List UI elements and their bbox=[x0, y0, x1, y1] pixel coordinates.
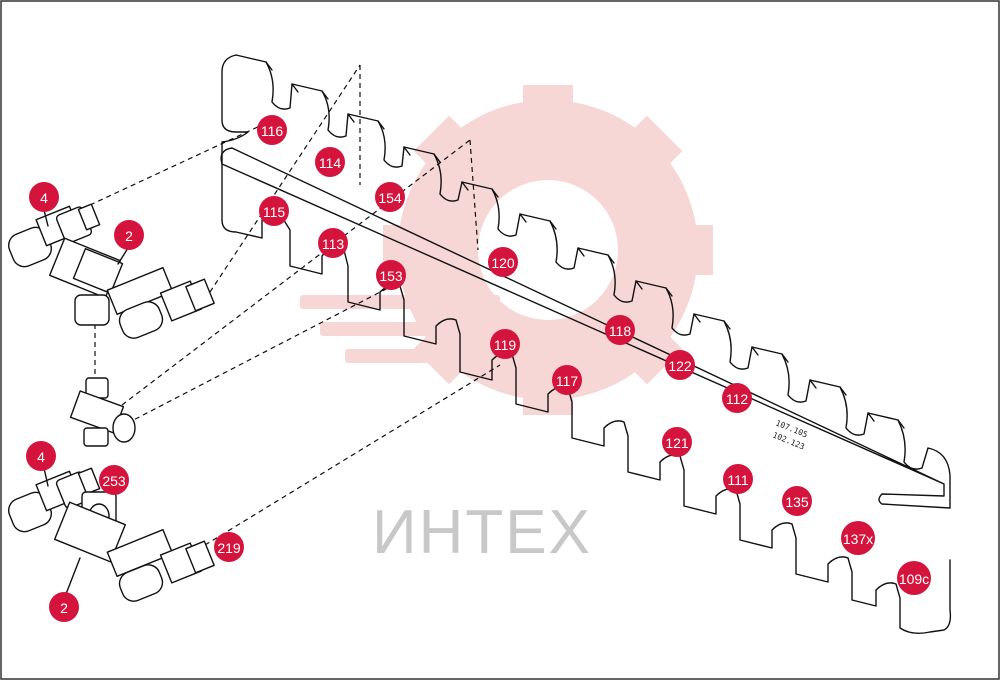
callout-badge bbox=[259, 196, 289, 226]
callout-badge bbox=[897, 561, 931, 595]
watermark-text: ИНТЕХ bbox=[372, 498, 592, 567]
callout-badge bbox=[722, 383, 752, 413]
callout-badge bbox=[723, 464, 753, 494]
callout-121[interactable]: 121 bbox=[662, 427, 692, 457]
callout-137x[interactable]: 137x bbox=[841, 521, 875, 555]
callout-119[interactable]: 119 bbox=[490, 329, 520, 359]
callout-badge bbox=[49, 592, 79, 622]
callout-154[interactable]: 154 bbox=[375, 182, 405, 212]
callout-label: 113 bbox=[322, 236, 345, 252]
callout-badge bbox=[26, 441, 56, 471]
callout-label: 253 bbox=[102, 473, 126, 489]
callout-115[interactable]: 115 bbox=[259, 196, 289, 226]
callout-label: 2 bbox=[60, 600, 68, 616]
callout-label: 109c bbox=[899, 571, 929, 587]
callout-116[interactable]: 116 bbox=[257, 115, 287, 145]
callout-badge bbox=[114, 220, 144, 250]
callout-113[interactable]: 113 bbox=[318, 228, 348, 258]
callout-111[interactable]: 111 bbox=[723, 464, 753, 494]
callout-label: 137x bbox=[843, 531, 873, 547]
callout-badge bbox=[29, 182, 59, 212]
callout-118[interactable]: 118 bbox=[605, 315, 635, 345]
callout-badge bbox=[490, 329, 520, 359]
callout-badge bbox=[214, 532, 244, 562]
callout-label: 119 bbox=[494, 337, 517, 353]
callout-badge bbox=[665, 350, 695, 380]
callout-4[interactable]: 4 bbox=[26, 441, 56, 471]
callout-label: 4 bbox=[37, 449, 45, 465]
callout-2[interactable]: 2 bbox=[49, 592, 79, 622]
callout-153[interactable]: 153 bbox=[376, 260, 406, 290]
callout-label: 122 bbox=[668, 358, 692, 374]
callout-badge bbox=[782, 486, 812, 516]
callout-badge bbox=[318, 228, 348, 258]
callout-label: 116 bbox=[261, 123, 284, 139]
callout-122[interactable]: 122 bbox=[665, 350, 695, 380]
callout-label: 153 bbox=[379, 268, 403, 284]
callout-badge bbox=[841, 521, 875, 555]
plate-edges bbox=[265, 61, 905, 429]
callout-label: 117 bbox=[556, 373, 579, 389]
callout-label: 154 bbox=[378, 190, 402, 206]
callout-badge bbox=[257, 115, 287, 145]
callout-badge bbox=[375, 182, 405, 212]
callout-badge bbox=[488, 247, 518, 277]
callout-label: 2 bbox=[125, 228, 133, 244]
callout-label: 115 bbox=[263, 204, 286, 220]
callout-4[interactable]: 4 bbox=[29, 182, 59, 212]
callout-badge bbox=[376, 260, 406, 290]
callout-label: 121 bbox=[665, 435, 689, 451]
callout-135[interactable]: 135 bbox=[782, 486, 812, 516]
callout-109c[interactable]: 109c bbox=[897, 561, 931, 595]
callout-badge bbox=[315, 147, 345, 177]
callout-label: 219 bbox=[217, 540, 241, 556]
callout-120[interactable]: 120 bbox=[488, 247, 518, 277]
middle-tee-fitting bbox=[69, 377, 136, 447]
callout-leaders bbox=[43, 209, 129, 595]
callout-219[interactable]: 219 bbox=[214, 532, 244, 562]
lower-tee-fitting-assembly bbox=[8, 467, 215, 602]
callout-2[interactable]: 2 bbox=[114, 220, 144, 250]
callout-badge bbox=[605, 315, 635, 345]
callout-112[interactable]: 112 bbox=[722, 383, 752, 413]
callout-badge bbox=[552, 365, 582, 395]
upper-plate-body bbox=[221, 54, 952, 635]
callout-label: 111 bbox=[727, 472, 748, 488]
upper-tee-fitting-assembly bbox=[8, 203, 215, 339]
callout-label: 112 bbox=[726, 391, 749, 407]
callout-badge bbox=[662, 427, 692, 457]
callout-114[interactable]: 114 bbox=[315, 147, 345, 177]
callout-label: 4 bbox=[40, 190, 48, 206]
upper-comb-plate bbox=[220, 54, 951, 509]
callout-label: 120 bbox=[491, 255, 515, 271]
callout-253[interactable]: 253 bbox=[99, 465, 129, 495]
callout-layer: 116 114 154 115 113 153 120 118 122 112 119 117 121 1… bbox=[26, 115, 931, 622]
callout-label: 114 bbox=[319, 155, 342, 171]
callout-117[interactable]: 117 bbox=[552, 365, 582, 395]
callout-label: 135 bbox=[785, 494, 809, 510]
leader-lines bbox=[89, 64, 501, 546]
callout-label: 118 bbox=[609, 323, 632, 339]
callout-badge bbox=[99, 465, 129, 495]
